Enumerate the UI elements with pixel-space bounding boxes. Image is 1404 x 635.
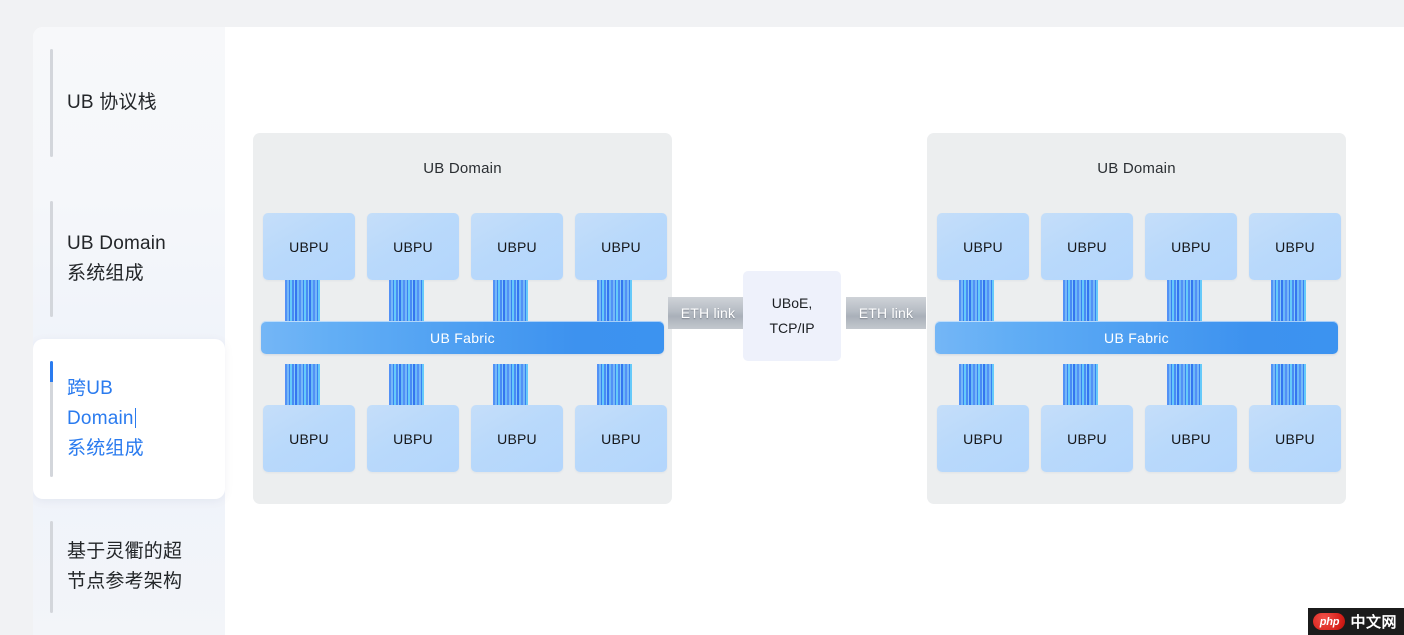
fabric-link-ribbon-icon — [285, 364, 320, 405]
uboe-label-line1: UBoE, — [771, 295, 813, 311]
fabric-link-ribbon-icon — [1167, 364, 1202, 405]
ubpu-node[interactable]: UBPU — [367, 213, 459, 280]
fabric-link-ribbon-icon — [1271, 364, 1306, 405]
eth-link-left: ETH link — [668, 297, 748, 329]
ub-fabric-bar[interactable]: UB Fabric — [261, 321, 664, 354]
sidebar-rail-icon — [50, 521, 53, 613]
domain-title: UB Domain — [1097, 160, 1176, 177]
fabric-link-ribbon-icon — [1271, 280, 1306, 321]
sidebar-item-label: UB 协议栈 — [67, 92, 157, 113]
diagram-canvas: UB Domain UBPU UBPU UBPU UBPU UB Fabric … — [225, 27, 1404, 635]
sidebar-item-label: 基于灵衢的超 节点参考架构 — [67, 541, 183, 592]
sidebar-item-label: UB Domain 系统组成 — [67, 233, 166, 284]
watermark-text: 中文网 — [1350, 614, 1397, 631]
php-logo-icon: php — [1313, 613, 1346, 630]
ubpu-node[interactable]: UBPU — [1145, 405, 1237, 472]
ubpu-node[interactable]: UBPU — [367, 405, 459, 472]
ub-fabric-bar[interactable]: UB Fabric — [935, 321, 1338, 354]
fabric-link-ribbon-icon — [959, 364, 994, 405]
sidebar-rail-icon — [50, 201, 53, 317]
ubpu-node[interactable]: UBPU — [263, 213, 355, 280]
ubpu-node[interactable]: UBPU — [1041, 405, 1133, 472]
fabric-link-ribbon-icon — [1167, 280, 1202, 321]
fabric-link-ribbon-icon — [285, 280, 320, 321]
ubpu-node[interactable]: UBPU — [1249, 213, 1341, 280]
sidebar-rail-icon — [50, 49, 53, 157]
uboe-tcpip-box: UBoE, TCP/IP — [743, 271, 841, 361]
ubpu-node[interactable]: UBPU — [937, 405, 1029, 472]
ubpu-node[interactable]: UBPU — [471, 405, 563, 472]
ubpu-node[interactable]: UBPU — [575, 405, 667, 472]
fabric-link-ribbon-icon — [493, 280, 528, 321]
fabric-link-ribbon-icon — [493, 364, 528, 405]
ubpu-node[interactable]: UBPU — [263, 405, 355, 472]
sidebar-rail-active-icon — [50, 361, 53, 477]
watermark: php 中文网 — [1308, 608, 1404, 635]
ub-domain-left: UB Domain UBPU UBPU UBPU UBPU UB Fabric … — [253, 133, 672, 504]
ubpu-node[interactable]: UBPU — [1145, 213, 1237, 280]
ubpu-node[interactable]: UBPU — [575, 213, 667, 280]
ubpu-node[interactable]: UBPU — [1249, 405, 1341, 472]
fabric-link-ribbon-icon — [597, 364, 632, 405]
eth-link-right: ETH link — [846, 297, 926, 329]
fabric-link-ribbon-icon — [389, 364, 424, 405]
fabric-link-ribbon-icon — [389, 280, 424, 321]
ubpu-node[interactable]: UBPU — [471, 213, 563, 280]
domain-title: UB Domain — [423, 160, 502, 177]
fabric-link-ribbon-icon — [597, 280, 632, 321]
uboe-label-line2: TCP/IP — [769, 320, 815, 336]
ubpu-node[interactable]: UBPU — [1041, 213, 1133, 280]
fabric-link-ribbon-icon — [1063, 280, 1098, 321]
fabric-link-ribbon-icon — [959, 280, 994, 321]
sidebar-item-lingqu-supernode-architecture[interactable]: 基于灵衢的超 节点参考架构 — [33, 499, 225, 635]
sidebar-item-ub-protocol-stack[interactable]: UB 协议栈 — [33, 27, 225, 179]
fabric-link-ribbon-icon — [1063, 364, 1098, 405]
ubpu-node[interactable]: UBPU — [937, 213, 1029, 280]
sidebar-item-ub-domain-system[interactable]: UB Domain 系统组成 — [33, 179, 225, 339]
ub-domain-right: UB Domain UBPU UBPU UBPU UBPU UB Fabric … — [927, 133, 1346, 504]
